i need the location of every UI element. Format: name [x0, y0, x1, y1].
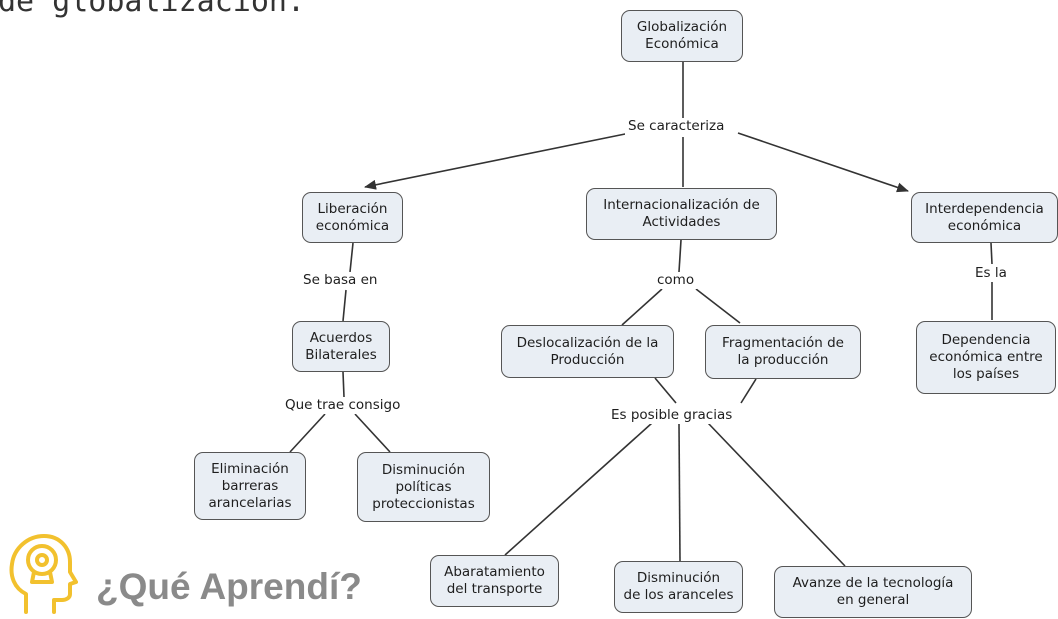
- node-fragmentacion-produccion: Fragmentación de la producción: [705, 325, 861, 379]
- link-label-es-posible-gracias: Es posible gracias: [608, 407, 736, 424]
- link-label-que-trae-consigo: Que trae consigo: [282, 397, 404, 414]
- node-internacionalizacion-actividades: Internacionalización de Actividades: [586, 188, 777, 240]
- node-disminucion-politicas: Disminución políticas proteccionistas: [357, 452, 490, 522]
- link-label-se-basa-en: Se basa en: [300, 272, 381, 289]
- node-dependencia-economica: Dependencia económica entre los países: [916, 321, 1056, 394]
- head-lightbulb-icon: [9, 534, 78, 614]
- node-interdependencia-economica: Interdependencia económica: [911, 192, 1058, 243]
- node-disminucion-aranceles: Disminución de los aranceles: [614, 561, 743, 613]
- node-acuerdos-bilaterales: Acuerdos Bilaterales: [292, 321, 390, 372]
- node-eliminacion-barreras: Eliminación barreras arancelarias: [194, 452, 306, 520]
- node-abaratamiento-transporte: Abaratamiento del transporte: [430, 555, 559, 607]
- node-liberacion-economica: Liberación económica: [302, 192, 403, 243]
- top-text-fragment: de globalización.: [0, 0, 306, 19]
- link-label-se-caracteriza: Se caracteriza: [625, 118, 728, 135]
- link-label-como: como: [654, 272, 698, 289]
- que-aprendi-title: ¿Qué Aprendí?: [96, 566, 362, 607]
- node-avance-tecnologia: Avanze de la tecnología en general: [774, 566, 972, 618]
- node-globalizacion-economica: Globalización Económica: [621, 10, 743, 62]
- link-label-es-la: Es la: [972, 265, 1010, 282]
- node-deslocalizacion-produccion: Deslocalización de la Producción: [501, 325, 674, 378]
